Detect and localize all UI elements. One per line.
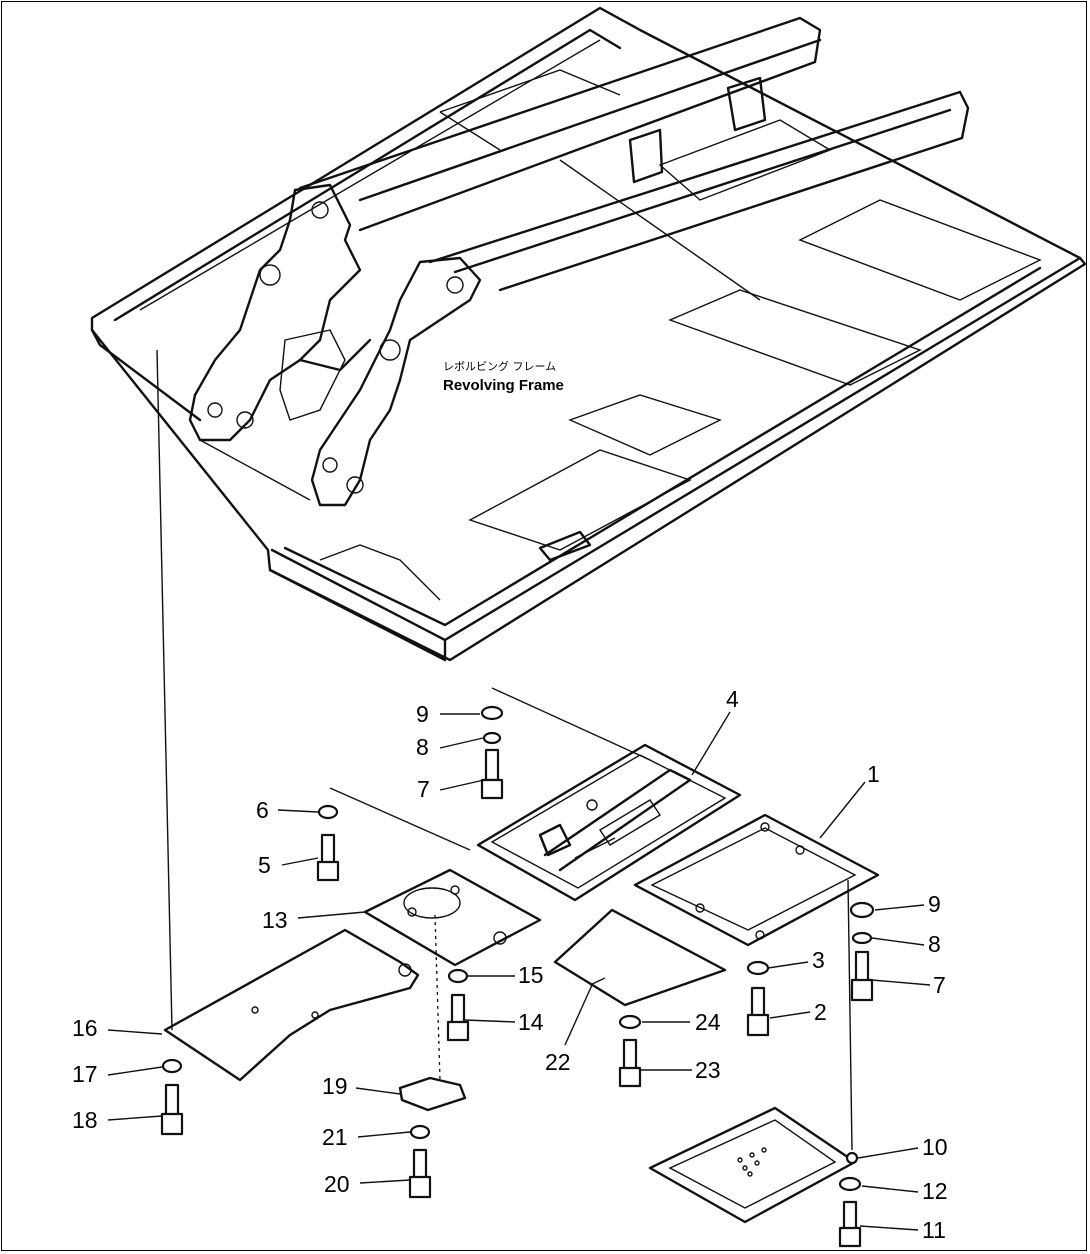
callout-4: 4 [726, 686, 739, 712]
frame-label-japanese: レボルビング フレーム [443, 359, 556, 373]
part-19-small-cover [398, 1076, 467, 1112]
callout-8-upper: 8 [416, 734, 429, 760]
revolving-frame [90, 6, 1087, 662]
callout-16: 16 [72, 1015, 98, 1041]
callout-numbers: 1 2 3 4 5 6 7 8 9 10 11 12 13 14 15 16 1… [72, 686, 948, 1243]
callout-22: 22 [545, 1049, 571, 1075]
part-16-side-plate [163, 928, 420, 1082]
part-4-cover-plate [476, 743, 742, 902]
callout-21: 21 [322, 1124, 348, 1150]
callout-3: 3 [812, 947, 825, 973]
callout-24: 24 [695, 1009, 721, 1035]
callout-11: 11 [922, 1217, 946, 1243]
callout-20: 20 [324, 1171, 350, 1197]
callout-5: 5 [258, 852, 271, 878]
callout-6: 6 [256, 797, 269, 823]
alignment-lines [156, 349, 853, 1151]
callout-2: 2 [814, 999, 827, 1025]
fasteners [160, 705, 875, 1248]
leader-lines [107, 711, 931, 1231]
callout-17: 17 [72, 1061, 98, 1087]
callout-1: 1 [867, 761, 880, 787]
callout-18: 18 [72, 1107, 98, 1133]
callout-10: 10 [922, 1134, 948, 1160]
callout-9-right: 9 [928, 891, 941, 917]
callout-7-upper: 7 [417, 776, 430, 802]
callout-9-upper: 9 [416, 701, 429, 727]
callout-15: 15 [518, 962, 544, 988]
part-22-plate [553, 908, 727, 1007]
bottom-plate [648, 1106, 857, 1224]
callout-12: 12 [922, 1178, 948, 1204]
part-13-plate-with-opening [363, 868, 542, 967]
callout-23: 23 [695, 1057, 721, 1083]
frame-label-english: Revolving Frame [443, 377, 564, 394]
callout-19: 19 [322, 1073, 348, 1099]
callout-7-right: 7 [933, 972, 946, 998]
callout-13: 13 [262, 907, 288, 933]
callout-14: 14 [518, 1009, 544, 1035]
callout-8-right: 8 [928, 931, 941, 957]
part-1-cover-plate [633, 813, 880, 947]
